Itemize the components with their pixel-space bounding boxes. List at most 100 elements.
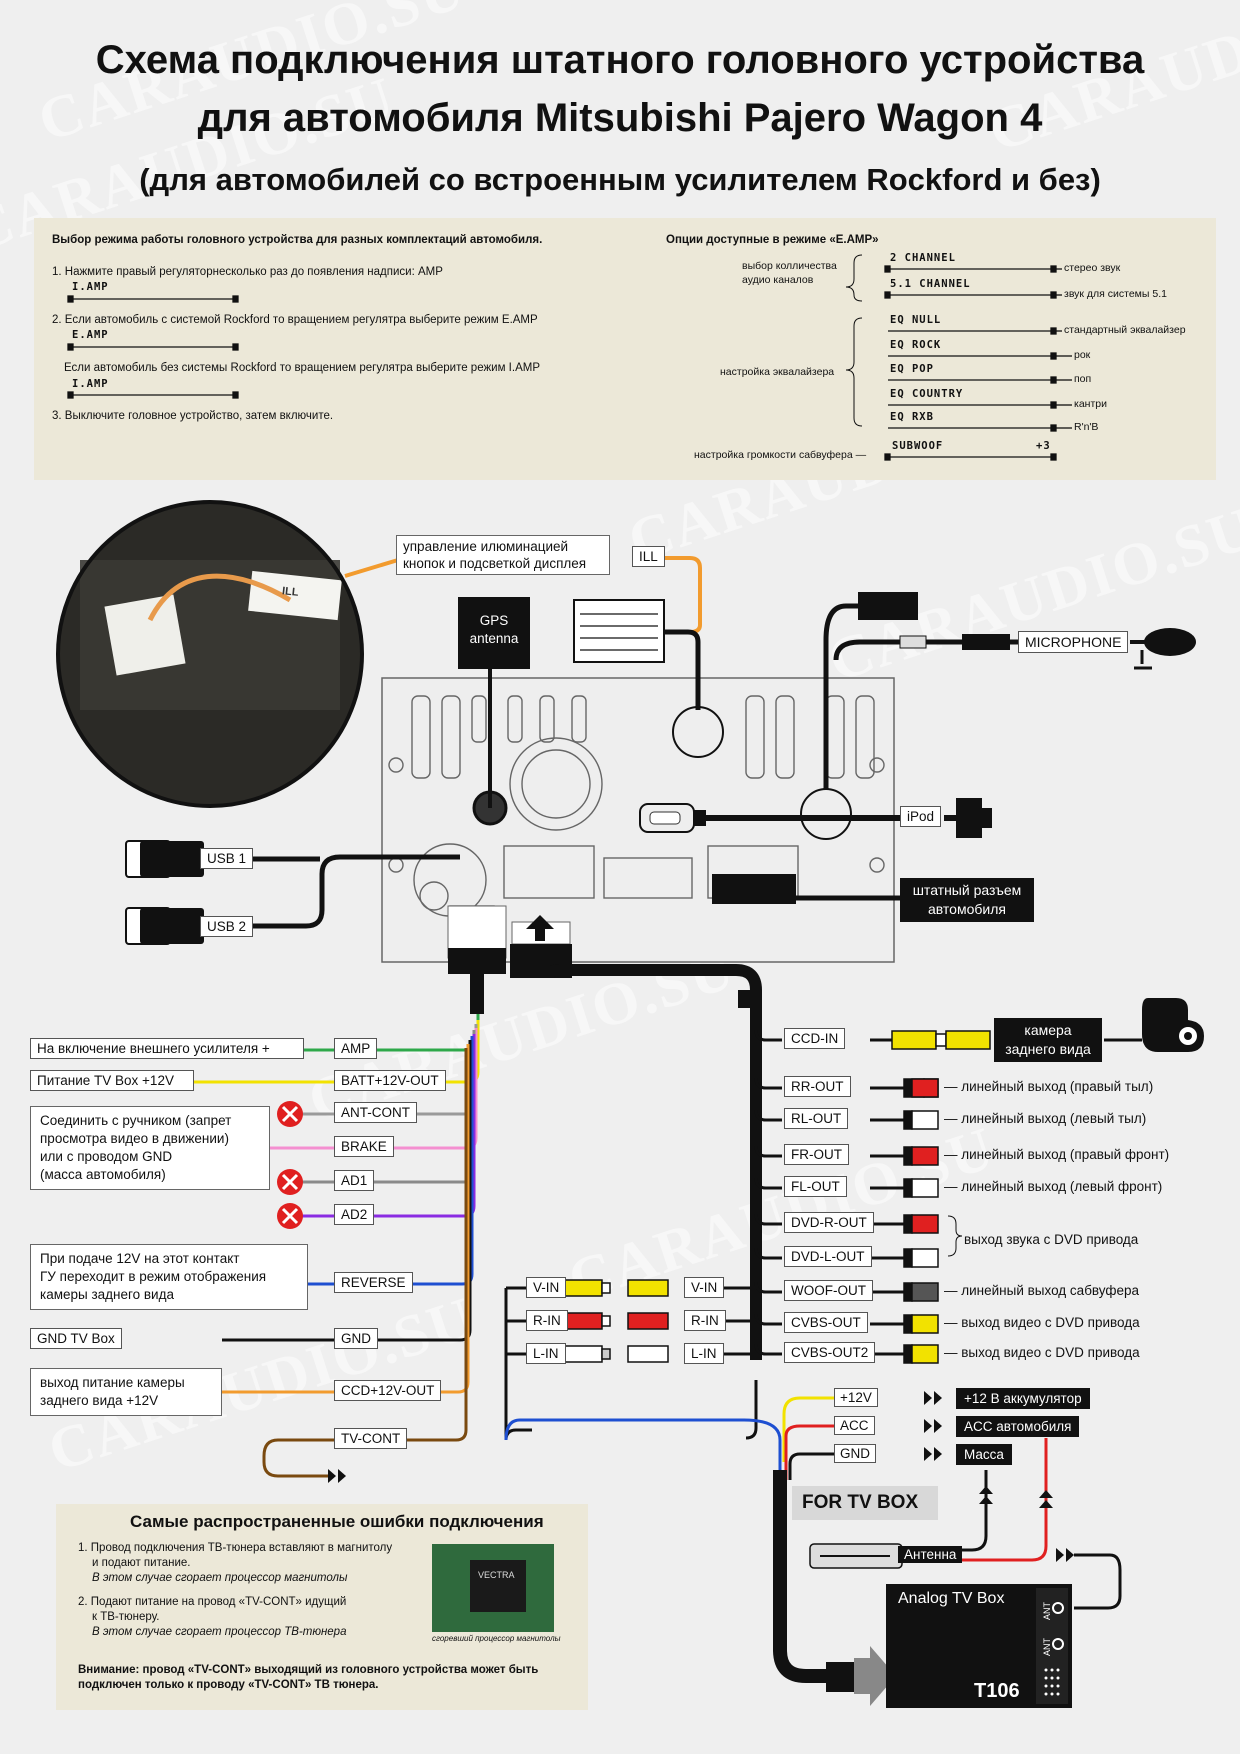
mode-step1: 1. Нажмите правый регуляторнесколько раз… [52, 266, 443, 278]
acc-label: ACC автомобиля [956, 1416, 1080, 1437]
sub-label: настройка громкости сабвуфера — [694, 449, 867, 461]
tag-dvd-r-out: DVD-R-OUT [784, 1212, 874, 1233]
eq-country: EQ COUNTRY [890, 388, 964, 400]
tag-ccd: CCD+12V-OUT [334, 1380, 442, 1401]
ground-label: Масса [956, 1444, 1012, 1465]
error-1-c: В этом случае сгорает процессор магнитол… [92, 1572, 348, 1584]
sub-woof: SUBWOOF [892, 440, 944, 452]
tag-tv-cont: TV-CONT [334, 1428, 408, 1449]
v-in-right: V-IN [684, 1277, 725, 1298]
usb1-plug [140, 841, 204, 877]
mode-step2b: Если автомобиль без системы Rockford то … [64, 362, 540, 374]
tag-ccd-in: CCD-IN [784, 1028, 846, 1049]
eq-rxb-desc: R'n'B [1074, 421, 1099, 433]
gps-label: GPS antenna [469, 613, 519, 646]
battery-label: +12 В аккумулятор [956, 1388, 1090, 1409]
ipod-label: iPod [900, 806, 942, 827]
r-in-left: R-IN [526, 1310, 568, 1331]
for-tv-box-label: FOR TV BOX [802, 1492, 919, 1513]
ipod-plug-icon [956, 798, 982, 838]
photo-ill-tag: ILL [281, 585, 300, 599]
tag-woof-out: WOOF-OUT [784, 1280, 873, 1301]
fr-out-description: — линейный выход (правый фронт) [944, 1147, 1170, 1162]
tag-dvd-l-out: DVD-L-OUT [784, 1246, 872, 1267]
tag-fr-out: FR-OUT [784, 1144, 849, 1165]
ant-label-1: ANT [1042, 1602, 1052, 1620]
not-connected-icon [277, 1101, 303, 1229]
eq-rock: EQ ROCK [890, 339, 942, 351]
tag-reverse: REVERSE [334, 1272, 413, 1293]
channels-label: выбор колличества [742, 260, 837, 272]
eq-pop-desc: поп [1074, 373, 1092, 385]
power-gnd: GND [834, 1444, 876, 1463]
display-i-amp: I.AMP [72, 281, 109, 293]
tag-ant-cont: ANT-CONT [334, 1102, 417, 1123]
page-subtitle: (для автомобилей со встроенным усилителе… [139, 162, 1101, 197]
tag-brake: BRAKE [334, 1136, 394, 1157]
ill-connector [573, 599, 665, 663]
display-i-amp-2: I.AMP [72, 378, 109, 390]
gnd-tvbox-description: GND TV Box [30, 1328, 122, 1349]
ill-description: управление илюминацией кнопок и подсветк… [396, 535, 610, 575]
mic-jack [858, 592, 918, 620]
r-in-right: R-IN [684, 1310, 726, 1331]
l-in-right: L-IN [684, 1343, 724, 1364]
tag-rl-out: RL-OUT [784, 1108, 849, 1129]
tag-amp: AMP [334, 1038, 378, 1059]
option-2-channel-desc: стерео звук [1064, 262, 1121, 274]
amp-description: На включение внешнего усилителя + [30, 1038, 304, 1059]
tag-gnd: GND [334, 1328, 378, 1349]
mode-step3: 3. Выключите головное устройство, затем … [52, 410, 334, 422]
option-51-channel: 5.1 CHANNEL [890, 278, 971, 290]
error-1: 1. Провод подключения ТВ-тюнера вставляю… [78, 1542, 393, 1554]
eq-pop: EQ POP [890, 363, 934, 375]
power-acc: ACC [834, 1416, 875, 1435]
error-2-b: к ТВ-тюнеру. [92, 1611, 160, 1623]
error-2: 2. Подают питание на провод «TV-CONT» ид… [78, 1596, 347, 1608]
ill-label: ILL [632, 546, 665, 567]
option-51-channel-desc: звук для системы 5.1 [1064, 288, 1167, 300]
eq-rxb: EQ RXB [890, 411, 934, 423]
tag-fl-out: FL-OUT [784, 1176, 847, 1197]
tv-box-name: Analog TV Box [898, 1590, 1005, 1607]
tag-ad2: AD2 [334, 1204, 375, 1225]
stock-connector-label: штатный разъем автомобиля [900, 878, 1034, 922]
gps-antenna [458, 597, 530, 669]
option-2-channel: 2 CHANNEL [890, 252, 956, 264]
dvd-audio-description: выход звука с DVD привода [964, 1232, 1139, 1247]
eq-rock-desc: рок [1074, 349, 1091, 361]
fl-out-description: — линейный выход (левый фронт) [944, 1179, 1163, 1194]
microphone-icon [1144, 628, 1196, 656]
v-in-left: V-IN [526, 1277, 567, 1298]
tag-cvbs-out2: CVBS-OUT2 [784, 1342, 876, 1363]
cvbs-out-description: — выход видео с DVD привода [944, 1315, 1140, 1330]
tag-rr-out: RR-OUT [784, 1076, 851, 1097]
warning-line-2: подключен только к проводу «TV-CONT» ТВ … [78, 1679, 379, 1691]
stock-plug [712, 874, 796, 904]
errors-heading: Самые распространенные ошибки подключени… [130, 1512, 544, 1531]
usb2-label: USB 2 [200, 916, 254, 937]
eq-null-desc: стандартный эквалайзер [1064, 324, 1186, 336]
ant-label-2: ANT [1042, 1638, 1052, 1656]
mode-step2: 2. Если автомобиль с системой Rockford т… [52, 314, 538, 326]
warning-line-1: Внимание: провод «TV-CONT» выходящий из … [78, 1664, 539, 1676]
tag-batt: BATT+12V-OUT [334, 1070, 446, 1091]
page-title-line2: для автомобиля Mitsubishi Pajero Wagon 4 [197, 96, 1043, 140]
sub-woof-value: +3 [1036, 440, 1051, 452]
eq-null: EQ NULL [890, 314, 942, 326]
camera-label: камера заднего вида [994, 1018, 1102, 1062]
tag-ad1: AD1 [334, 1170, 375, 1191]
chip-text: VECTRA [478, 1570, 515, 1580]
tag-cvbs-out: CVBS-OUT [784, 1312, 868, 1333]
rr-out-description: — линейный выход (правый тыл) [944, 1079, 1154, 1094]
mode-panel [34, 218, 1216, 480]
cvbs-out2-description: — выход видео с DVD привода [944, 1345, 1140, 1360]
page-title: Схема подключения штатного головного уст… [95, 38, 1145, 82]
display-e-amp: E.AMP [72, 329, 109, 341]
eq-country-desc: кантри [1074, 398, 1107, 410]
eq-label: настройка эквалайзера [720, 366, 835, 378]
